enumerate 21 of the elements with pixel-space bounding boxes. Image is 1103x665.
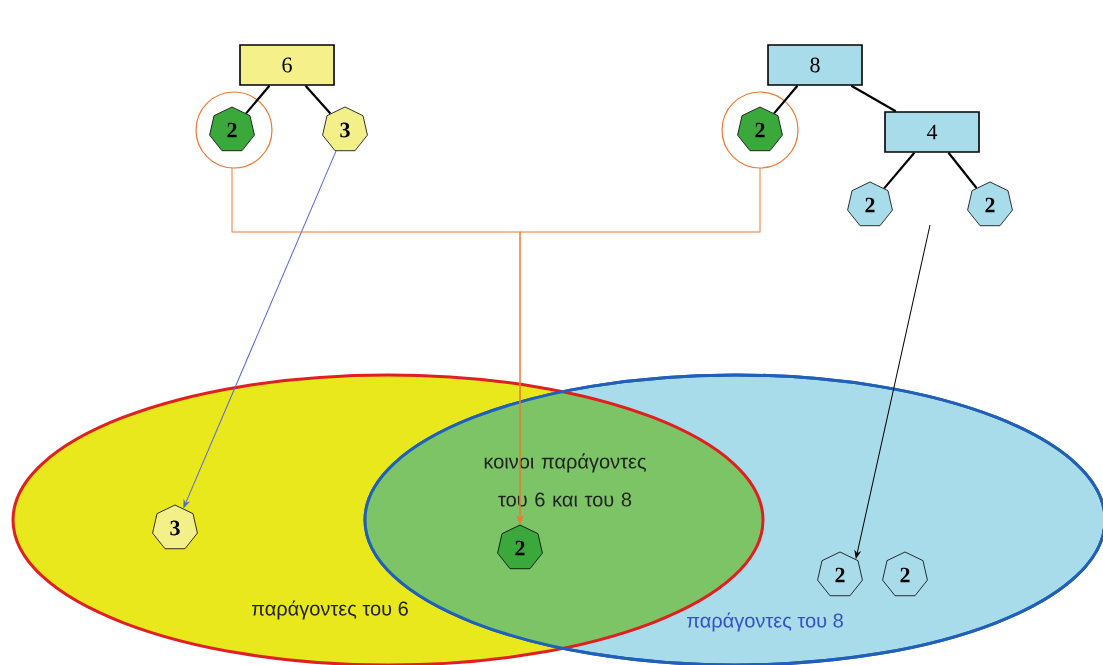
number-heptagon: 2 xyxy=(737,106,783,152)
connector xyxy=(947,152,978,189)
number-heptagon: 2 xyxy=(882,551,928,597)
number-heptagon: 2 xyxy=(847,181,893,227)
connector xyxy=(304,85,332,115)
number-heptagon: 3 xyxy=(152,504,198,550)
number-box: 4 xyxy=(884,111,980,153)
number-heptagon: 2 xyxy=(967,181,1013,227)
number-heptagon: 3 xyxy=(322,106,368,152)
overlap-label: κοινοι παράγοντες του 6 και του 8 xyxy=(484,453,646,507)
connector xyxy=(517,167,761,524)
number-box: 6 xyxy=(239,44,335,86)
connector xyxy=(773,85,799,115)
number-heptagon: 2 xyxy=(817,551,863,597)
connector xyxy=(883,152,916,190)
connector xyxy=(850,84,897,113)
number-heptagon: 2 xyxy=(209,106,255,152)
number-heptagon: 2 xyxy=(497,524,543,570)
number-box: 8 xyxy=(767,44,863,86)
connector xyxy=(183,150,337,508)
connector xyxy=(854,224,931,559)
